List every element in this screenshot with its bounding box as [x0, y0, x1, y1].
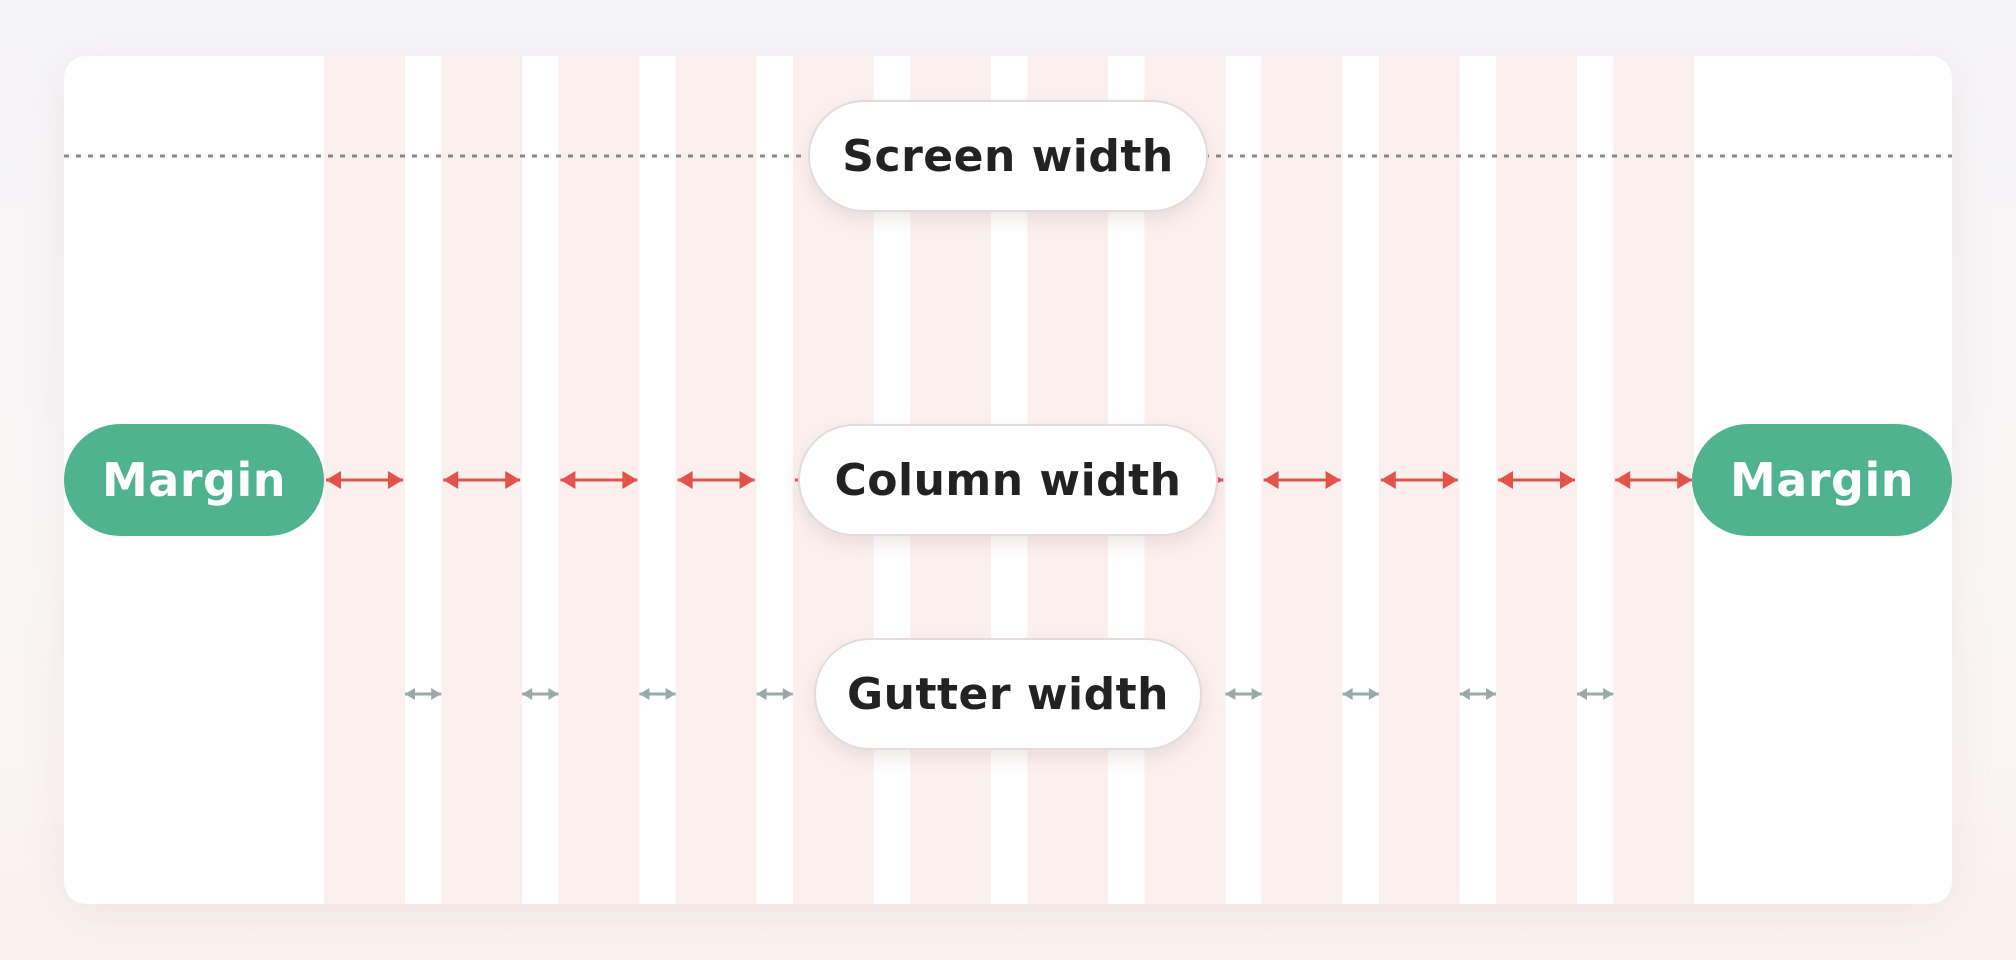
margin-right-label: Margin	[1692, 424, 1952, 536]
arrowhead-right	[1325, 471, 1341, 489]
arrowhead-right	[1560, 471, 1575, 489]
arrowhead-right	[665, 688, 676, 700]
arrowhead-right	[1677, 471, 1693, 489]
arrowhead-left	[1498, 471, 1513, 489]
arrowhead-right	[431, 688, 442, 700]
arrowhead-left	[560, 471, 576, 489]
grid-diagram-card: Screen width Column width Gutter width M…	[64, 56, 1952, 904]
arrowhead-right	[1251, 688, 1262, 700]
arrowhead-left	[1225, 688, 1236, 700]
gutter-width-label: Gutter width	[814, 638, 1202, 750]
arrowhead-right	[1368, 688, 1379, 700]
arrowhead-left	[639, 688, 650, 700]
arrowhead-right	[505, 471, 521, 489]
arrowhead-right	[1603, 688, 1614, 700]
arrowhead-left	[1380, 471, 1396, 489]
arrowhead-right	[782, 688, 793, 700]
margin-left-label: Margin	[64, 424, 324, 536]
arrowhead-left	[1459, 688, 1470, 700]
arrowhead-right	[388, 471, 403, 489]
arrowhead-left	[522, 688, 533, 700]
arrowhead-left	[1577, 688, 1587, 700]
arrowhead-left	[677, 471, 693, 489]
screen-width-label: Screen width	[808, 100, 1208, 212]
arrowhead-left	[443, 471, 459, 489]
arrowhead-left	[1615, 471, 1631, 489]
arrowhead-right	[1442, 471, 1458, 489]
arrowhead-left	[326, 471, 341, 489]
arrowhead-left	[405, 688, 415, 700]
arrowhead-right	[622, 471, 638, 489]
column-width-label: Column width	[798, 424, 1218, 536]
arrowhead-left	[1342, 688, 1353, 700]
arrowhead-right	[548, 688, 559, 700]
arrowhead-right	[739, 471, 755, 489]
arrowhead-right	[1486, 688, 1496, 700]
arrowhead-left	[756, 688, 767, 700]
arrowhead-left	[1263, 471, 1279, 489]
